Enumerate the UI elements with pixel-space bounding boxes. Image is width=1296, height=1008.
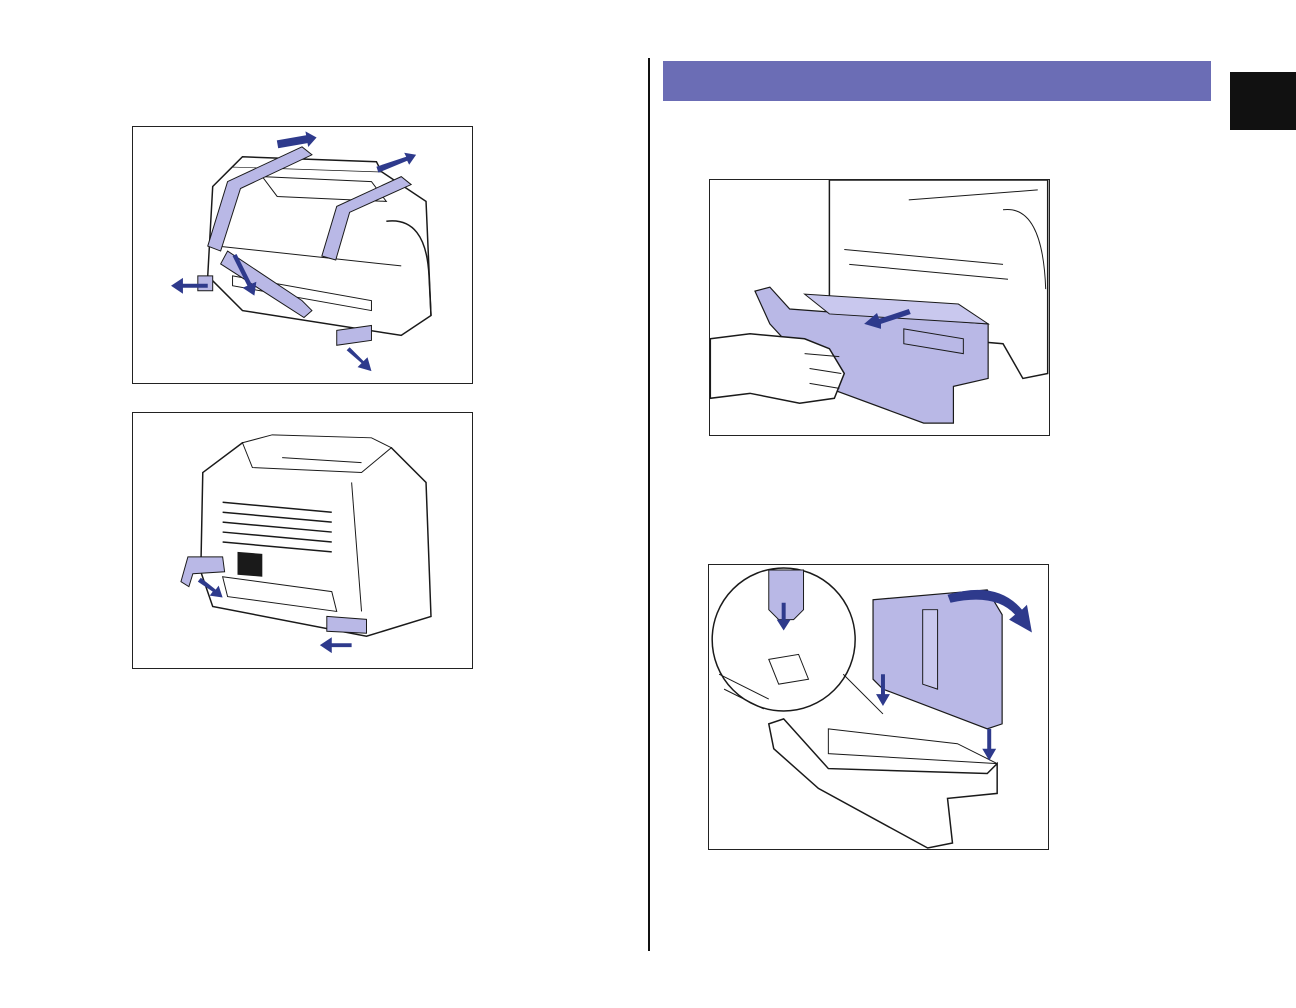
- chapter-tab: [1230, 72, 1296, 130]
- figure-rear-tape-removal: [132, 412, 473, 669]
- cassette-cover-attach-illustration: [709, 565, 1048, 849]
- figure-front-tape-removal: [132, 126, 473, 384]
- figure-pull-out-cassette: [709, 179, 1050, 436]
- printer-rear-tape-illustration: [133, 413, 472, 668]
- printer-front-tape-illustration: [133, 127, 472, 383]
- section-header-bar: [663, 61, 1211, 101]
- paper-cassette-pull-illustration: [710, 180, 1049, 435]
- column-divider: [648, 58, 650, 951]
- figure-attach-cassette-cover: [708, 564, 1049, 850]
